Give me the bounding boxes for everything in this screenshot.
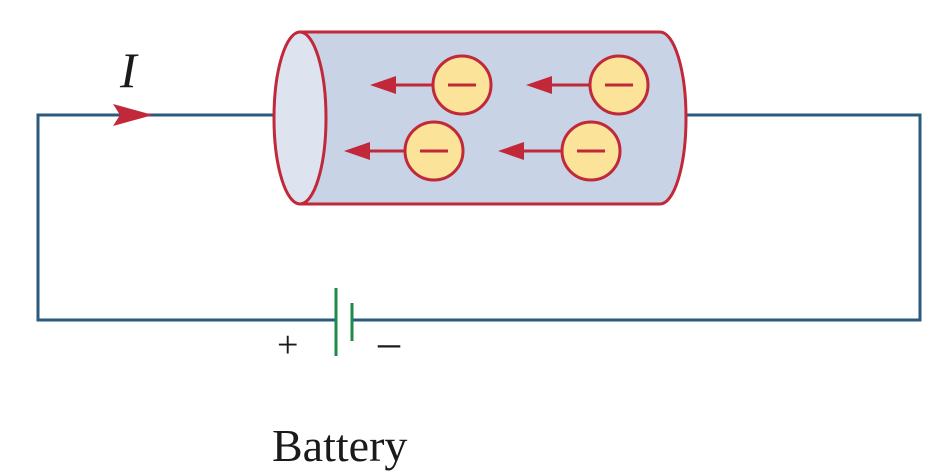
electron [370,54,493,116]
wire-right [352,113,922,322]
battery-symbol [334,288,354,356]
battery-label: Battery [272,420,407,471]
electron [526,54,650,116]
battery-minus-sign: – [377,318,401,367]
drift-arrowhead-icon [498,142,524,160]
current-label: I [119,42,139,98]
battery-plus-sign: + [277,324,298,366]
cylinder-end-face [272,30,328,206]
wire-left-top [36,113,336,322]
drift-arrowhead-icon [526,76,552,94]
drift-arrowhead-icon [370,76,396,94]
electron [498,120,622,182]
current-arrow-icon [113,104,153,126]
electron [344,120,465,182]
circuit-wires [36,113,922,322]
electrons [344,54,650,182]
drift-arrowhead-icon [344,142,370,160]
